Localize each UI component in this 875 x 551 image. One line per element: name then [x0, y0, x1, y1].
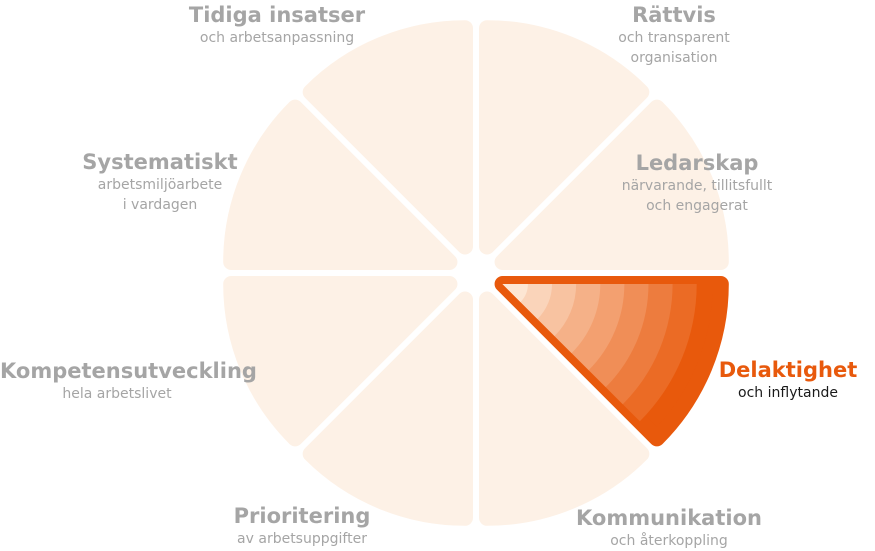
title-tidiga-insatser: Tidiga insatser — [188, 3, 366, 27]
sub-systematiskt-2: i vardagen — [122, 197, 198, 213]
title-prioritering: Prioritering — [233, 504, 371, 528]
label-tidiga-insatser[interactable]: Tidiga insatser och arbetsanpassning — [167, 2, 387, 48]
label-ledarskap[interactable]: Ledarskap närvarande, tillitsfullt och e… — [597, 150, 797, 216]
title-delaktighet: Delaktighet — [718, 358, 858, 382]
title-systematiskt: Systematiskt — [82, 150, 238, 174]
segment-kompetensutveckling[interactable] — [223, 276, 458, 447]
segment-delaktighet[interactable] — [494, 276, 729, 447]
label-kommunikation[interactable]: Kommunikation och återkoppling — [569, 505, 769, 551]
title-kompetensutveckling: Kompetensutveckling — [0, 359, 257, 383]
segment-shape-prioritering — [302, 291, 473, 526]
sub-tidiga-insatser-1: och arbetsanpassning — [199, 30, 355, 46]
label-kompetensutveckling[interactable]: Kompetensutveckling hela arbetslivet — [0, 358, 257, 404]
sub-ledarskap-1: närvarande, tillitsfullt — [621, 178, 773, 194]
label-delaktighet[interactable]: Delaktighet och inflytande — [708, 357, 868, 403]
segment-kommunikation[interactable] — [479, 291, 650, 526]
segment-systematiskt[interactable] — [223, 99, 458, 270]
sub-ledarskap-2: och engagerat — [646, 198, 748, 214]
segment-prioritering[interactable] — [302, 291, 473, 526]
sub-kompetensutveckling-1: hela arbetslivet — [62, 386, 172, 402]
label-systematiskt[interactable]: Systematiskt arbetsmiljöarbete i vardage… — [60, 149, 260, 215]
segment-tidiga-insatser[interactable] — [302, 20, 473, 255]
segment-shape-ledarskap — [494, 99, 729, 270]
sub-prioritering-1: av arbetsuppgifter — [237, 531, 367, 547]
segment-shape-kommunikation — [479, 291, 650, 526]
sub-rattvis-1: och transparent — [618, 30, 730, 46]
sub-systematiskt-1: arbetsmiljöarbete — [97, 177, 223, 193]
title-kommunikation: Kommunikation — [576, 506, 762, 530]
title-ledarskap: Ledarskap — [635, 151, 759, 175]
segment-ring-9 — [502, 284, 528, 302]
label-prioritering[interactable]: Prioritering av arbetsuppgifter — [202, 503, 402, 549]
label-rattvis[interactable]: Rättvis och transparent organisation — [574, 2, 774, 68]
segment-shape-systematiskt — [223, 99, 458, 270]
sub-rattvis-2: organisation — [630, 50, 718, 66]
title-rattvis: Rättvis — [632, 3, 716, 27]
segment-ledarskap[interactable] — [494, 99, 729, 270]
segment-shape-kompetensutveckling — [223, 276, 458, 447]
segment-shape-tidiga-insatser — [302, 20, 473, 255]
segment-shape-rattvis — [479, 20, 650, 255]
sub-delaktighet-1: och inflytande — [738, 385, 838, 401]
segment-rattvis[interactable] — [479, 20, 650, 255]
sub-kommunikation-1: och återkoppling — [610, 533, 728, 549]
